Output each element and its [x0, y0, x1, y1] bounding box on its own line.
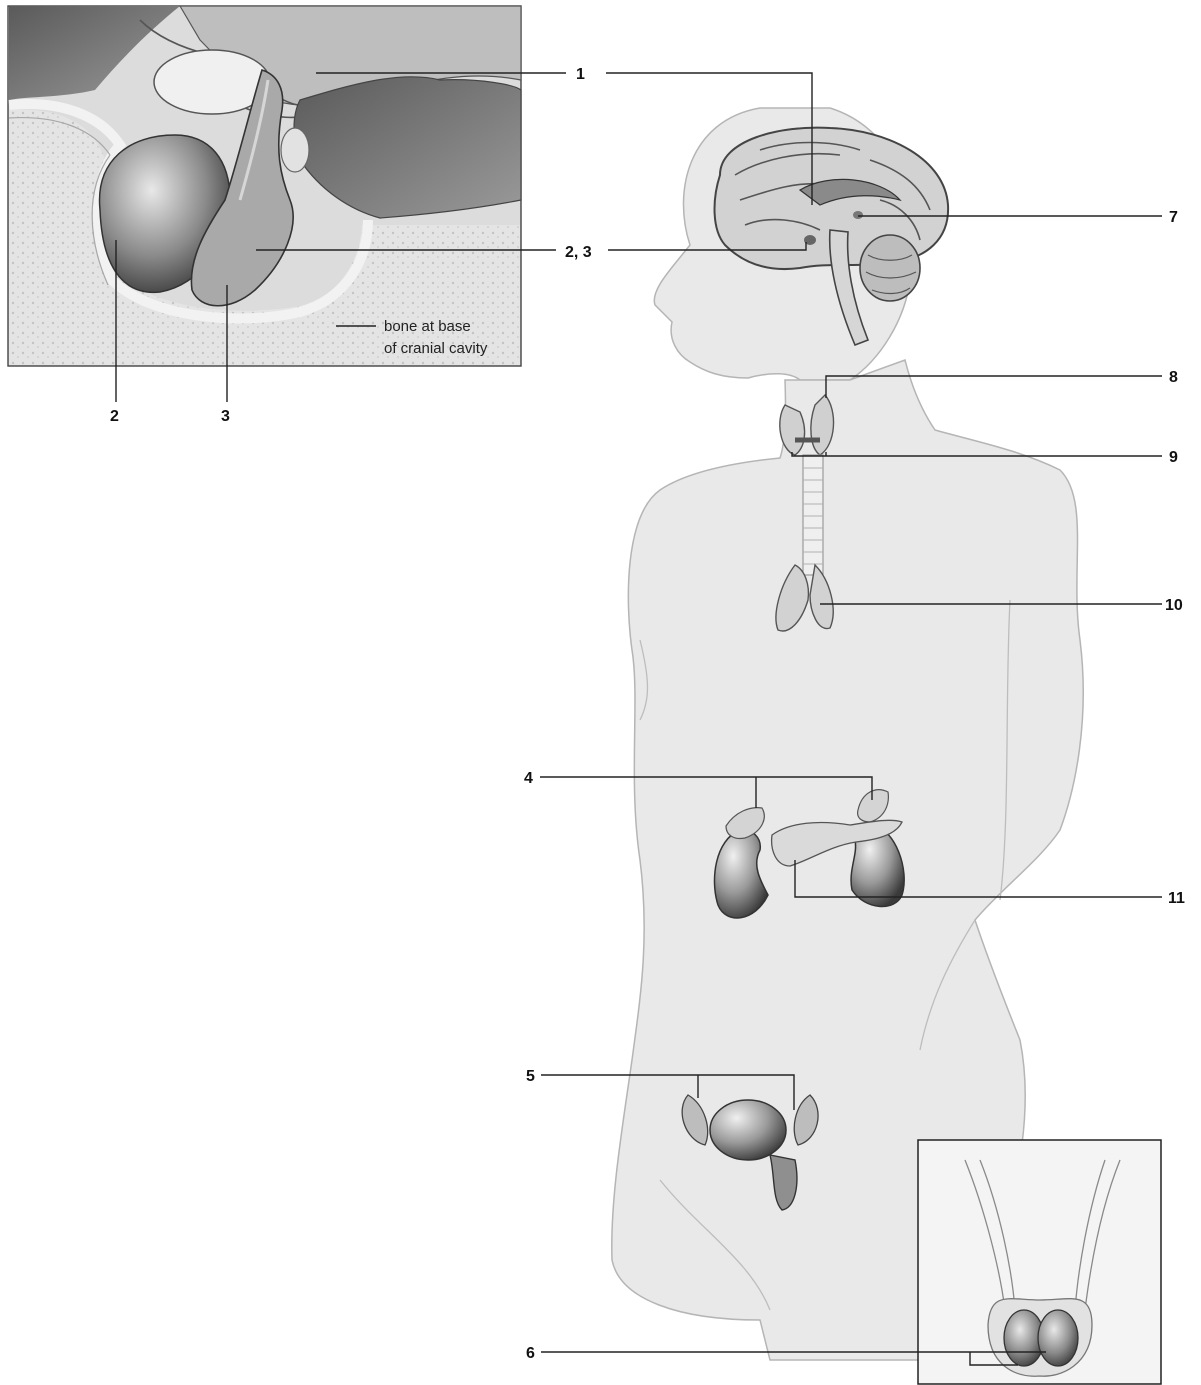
label-8: 8: [1169, 369, 1178, 386]
label-11: 11: [1168, 890, 1185, 907]
label-10: 10: [1165, 597, 1183, 614]
label-1: 1: [576, 66, 585, 83]
label-2-3: 2, 3: [565, 244, 592, 261]
testes-inset: [918, 1140, 1161, 1384]
label-9: 9: [1169, 449, 1178, 466]
label-2: 2: [110, 408, 119, 425]
label-3: 3: [221, 408, 230, 425]
label-6: 6: [526, 1345, 535, 1362]
label-4: 4: [524, 770, 533, 787]
label-5: 5: [526, 1068, 535, 1085]
bone-note-line2: of cranial cavity: [384, 340, 488, 357]
label-7: 7: [1169, 209, 1178, 226]
bone-note-line1: bone at base: [384, 318, 471, 335]
trachea: [803, 455, 823, 575]
pituitary-inset: bone at base of cranial cavity: [8, 6, 521, 366]
